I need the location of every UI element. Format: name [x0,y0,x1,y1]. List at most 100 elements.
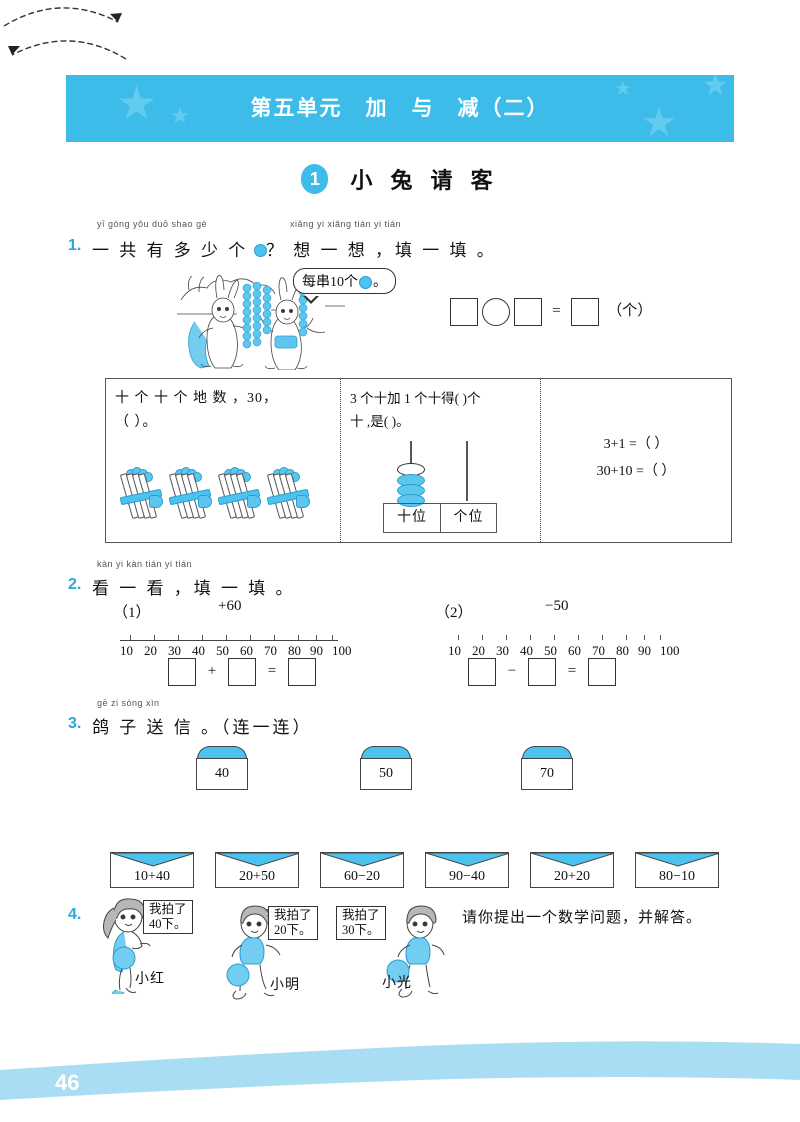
q3-text: 鸽 子 送 信 。（连一连） [92,718,313,737]
target-envelope[interactable]: 70 [521,746,573,790]
stick-bundle [167,467,212,521]
expression-envelope[interactable]: 10+40 [110,852,194,888]
stick-bundle [265,467,310,521]
bubble-line2: 20下。 [274,923,312,937]
expression-envelope[interactable]: 20+50 [215,852,299,888]
answer-box-1[interactable] [168,658,196,686]
page-footer: 46 [0,1030,800,1122]
unit-banner: ★ ★ ★ ★ ★ 第五单元 加 与 减（二） [66,75,734,142]
answer-box-3[interactable] [287,658,316,686]
bubble-line1: 我拍了 [274,908,312,922]
q1-unit-label: （个） [607,303,653,320]
q2-part2-equals: = [567,663,577,680]
place-value-tens: 十位 [397,510,427,525]
cell1-line2: （ ）。 [115,415,158,430]
star-decoration: ★ [702,75,729,102]
bead-icon [359,276,372,290]
answer-box-2[interactable] [227,658,256,686]
q3-number: 3. [68,715,82,732]
numberline-ticks [120,635,338,640]
star-decoration: ★ [170,103,190,128]
table-cell-equations: 3+1 =（ ） 30+10 =（ ） [541,379,731,542]
q1-speech-bubble: 每串10个。 [293,268,396,304]
equals-sign: = [552,303,561,320]
child-figure-xiaoguang [378,905,452,1001]
answer-box-2[interactable] [513,298,542,326]
q2-part2-operator: − [507,663,517,680]
table-cell-counting: 十 个 十 个 地 数 ，30， （ ）。 [106,379,341,542]
q2-part1-arc [3,7,122,27]
expression-envelope[interactable]: 80−10 [635,852,719,888]
child-name-xiaoming: 小明 [270,978,300,993]
speech-bubble-xiaohong: 我拍了 40下。 [143,900,193,934]
q1-text-a: 一 共 有 多 少 个 [92,241,249,260]
q1-illustration: 每串10个。 [175,268,396,371]
q2-part1-answer-row: + = [168,658,316,686]
lesson-title: 小 兔 请 客 [350,168,499,193]
q1-number: 1. [68,237,82,254]
star-decoration: ★ [614,78,632,100]
place-value-box: 十位 个位 [383,503,497,533]
cell3-equation-1: 3+1 =（ ） [603,437,669,452]
envelope-flap [636,853,718,867]
star-decoration: ★ [116,78,158,129]
stick-bundle [216,467,261,521]
target-value: 70 [521,758,573,790]
numberline-ticks [448,635,666,640]
bubble-line1: 我拍了 [342,908,380,922]
abacus-illustration: 十位 个位 [373,441,505,539]
table-cell-placevalue: 3 个十加 1 个十得( )个 十 ,是( )。 十位 个位 [341,379,541,542]
q4-prompt: 请你提出一个数学问题，并解答。 [462,910,703,926]
child-name-xiaoguang: 小光 [382,976,412,991]
answer-box-2[interactable] [527,658,556,686]
bubble-line1: 我拍了 [149,902,187,916]
expression-text: 90−40 [449,869,485,884]
target-envelope[interactable]: 40 [196,746,248,790]
q1-bubble-tail-text: 。 [373,275,387,290]
page-number: 46 [55,1070,80,1095]
unit-title: 第五单元 加 与 减（二） [250,97,550,120]
target-envelope[interactable]: 50 [360,746,412,790]
answer-box-3[interactable] [587,658,616,686]
q2-part2-answer-row: − = [468,658,616,686]
q2-part1-equals: = [267,663,277,680]
stick-bundles-group [118,467,333,527]
star-decoration: ★ [641,100,677,143]
q2-part2-op-label: −50 [545,598,569,614]
answer-box-1[interactable] [468,658,496,686]
expression-envelope[interactable]: 60−20 [320,852,404,888]
q1-answer-equation: = （个） [450,298,652,326]
expression-text: 60−20 [344,869,380,884]
speech-bubble-xiaoguang: 我拍了 30下。 [336,906,386,940]
envelope-flap [321,853,403,867]
expression-text: 80−10 [659,869,695,884]
footer-wave [0,1041,800,1122]
numberline-axis [120,640,338,642]
q2-part1-label: （1） [113,605,151,621]
q1-bubble-text: 每串10个 [302,275,358,290]
bubble-line2: 40下。 [149,917,187,931]
q2-part1-operator: + [207,663,217,680]
q1-pinyin-left: yī gòng yǒu duō shao gè [97,219,208,229]
answer-operator-circle[interactable] [481,298,510,326]
q4-number: 4. [68,906,82,923]
answer-box-3[interactable] [571,298,600,326]
cell3-equation-2: 30+10 =（ ） [596,464,676,479]
abacus-rod-ones [466,441,468,501]
lesson-number-badge: 1 [301,164,329,194]
answer-box-1[interactable] [450,298,478,326]
expression-text: 10+40 [134,869,170,884]
target-value: 40 [196,758,248,790]
child-bouncing-ball-drawing [386,905,445,998]
q1-text-b: ？ 想 一 想 ，填 一 填 。 [266,241,497,260]
q2-text: 看 一 看 ，填 一 填 。 [92,579,296,598]
expression-envelope[interactable]: 20+20 [530,852,614,888]
q1-inline-bead [254,244,267,257]
expression-text: 20+20 [554,869,590,884]
boy-bouncing-ball-drawing [226,905,281,1000]
place-value-ones: 个位 [440,504,496,532]
expression-envelope[interactable]: 90−40 [425,852,509,888]
stick-bundle [118,467,163,521]
